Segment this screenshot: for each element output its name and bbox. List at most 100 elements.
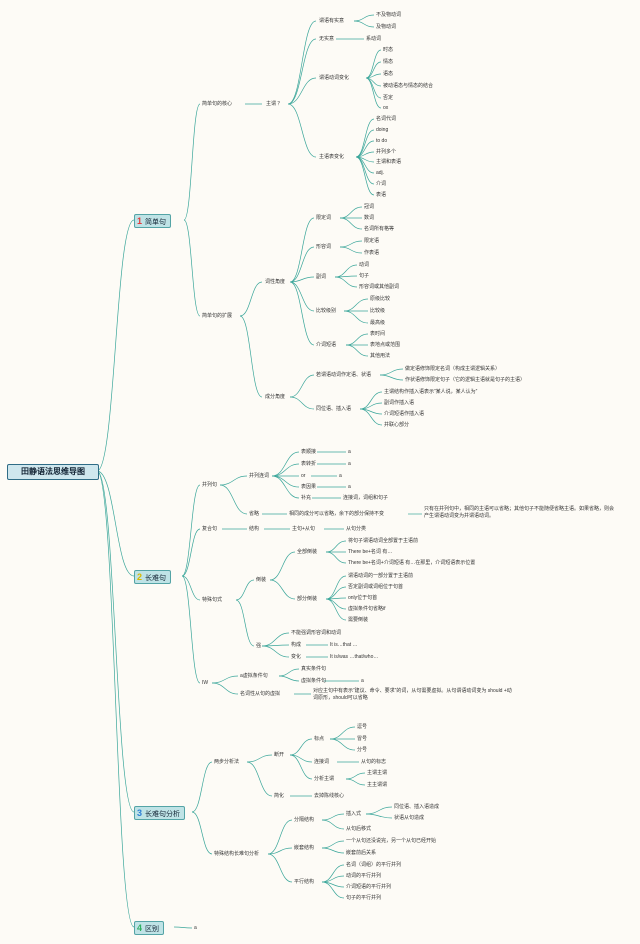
node[interactable]: 主主谓谓 [367, 782, 388, 788]
node[interactable]: 谓语动词的一部分置于主语前 [348, 573, 414, 579]
node[interactable]: 作表语 [364, 250, 380, 256]
node[interactable]: 插入式 [346, 811, 362, 817]
node[interactable]: 需要倒装 [348, 617, 369, 623]
node[interactable]: 真实条件句 [301, 666, 327, 672]
node[interactable]: 主谓结构作插入语表示“某人说，某人认为” [384, 389, 478, 395]
node[interactable]: 并列句 [202, 482, 218, 488]
node[interactable]: 一个从句还没说完，另一个从句已经开始 [346, 838, 437, 844]
node[interactable]: 主句+从句 [292, 526, 315, 532]
node[interactable]: a [339, 473, 342, 479]
node[interactable]: 名词（词组）的平行并列 [346, 862, 402, 868]
node[interactable]: 时态 [383, 47, 394, 53]
node[interactable]: 最高级 [370, 320, 386, 326]
node[interactable]: There be+名词 有… [348, 549, 393, 555]
node[interactable]: 嵌套前后关系 [346, 850, 377, 856]
node[interactable]: 句子的平行并列 [346, 895, 382, 901]
node[interactable]: 情态 [383, 59, 394, 65]
node[interactable]: 去掉陈线核心 [314, 793, 345, 799]
node[interactable]: 并联心部分 [384, 422, 410, 428]
node[interactable]: 简单句的核心 [202, 101, 233, 107]
node[interactable]: 标点 [314, 736, 325, 742]
node[interactable]: 并列多个 [376, 149, 397, 155]
node[interactable]: 动词 [359, 262, 370, 268]
node[interactable]: a [348, 461, 351, 467]
node[interactable]: 比较级别 [316, 308, 337, 314]
node[interactable]: 谓语动词变化 [319, 75, 350, 81]
node[interactable]: 省略 [249, 511, 260, 517]
node[interactable]: 两步分析法 [214, 759, 240, 765]
node[interactable]: 特殊句式 [202, 597, 223, 603]
node[interactable]: 相同的成分可以省略，余下的部分保持不变 [289, 511, 385, 517]
node[interactable]: 表地点或范围 [370, 342, 401, 348]
node[interactable]: 若谓语动词作定语、状语 [316, 372, 372, 378]
node[interactable]: 句子 [359, 273, 370, 279]
node[interactable]: 比较级 [370, 308, 386, 314]
node[interactable]: 无实意 [319, 36, 335, 42]
node[interactable]: 名词代词 [376, 116, 397, 122]
node[interactable]: 否定副词或词组位于句首 [348, 584, 404, 590]
node[interactable]: 名词性从句的虚拟 [240, 691, 281, 697]
node[interactable]: 主谓和表语 [376, 159, 402, 165]
node[interactable]: 介词 [376, 181, 387, 187]
node[interactable]: 限定词 [316, 215, 332, 221]
node[interactable]: 补充 [301, 495, 312, 501]
node[interactable]: 形容词或其他副词 [359, 284, 400, 290]
node[interactable]: 同位语、插入语 [316, 406, 352, 412]
node[interactable]: 部分倒装 [297, 596, 318, 602]
node[interactable]: 分析主谓 [314, 776, 335, 782]
node[interactable]: 分隔结构 [294, 817, 315, 823]
node[interactable]: a [348, 484, 351, 490]
node[interactable]: 不能强调形容词和动词 [291, 630, 342, 636]
node[interactable]: 系动词 [366, 36, 382, 42]
node[interactable]: 主语表变化 [319, 154, 345, 160]
node[interactable]: to do [376, 138, 388, 144]
node[interactable]: doing [376, 127, 389, 133]
node[interactable]: 虚拟条件句 [301, 678, 327, 684]
node[interactable]: 倒装 [256, 577, 267, 583]
node[interactable]: 名词所有格等 [364, 226, 395, 232]
node[interactable]: 全部倒装 [297, 549, 318, 555]
node[interactable]: 动词的平行并列 [346, 873, 382, 879]
node[interactable]: IW [202, 680, 209, 686]
node[interactable]: 结构 [249, 526, 260, 532]
node[interactable]: 表时间 [370, 331, 386, 337]
node[interactable]: 数词 [364, 215, 375, 221]
node[interactable]: 语态 [383, 71, 394, 77]
node[interactable]: 逗号 [357, 724, 368, 730]
node[interactable]: 虚拟条件句省略if [348, 606, 386, 612]
node[interactable]: a虚拟条件句 [240, 673, 268, 679]
node[interactable]: 冒号 [357, 736, 368, 742]
node[interactable]: 并列连词 [249, 473, 270, 479]
node[interactable]: 谓语有实意 [319, 18, 345, 24]
node[interactable]: 强 [256, 643, 262, 649]
node[interactable]: 作状语修饰限定句子（它的逻辑主语就是句子的主语） [405, 377, 526, 383]
node[interactable]: 从句分类 [346, 526, 367, 532]
node[interactable]: 不及物动词 [376, 12, 402, 18]
node[interactable]: adj. [376, 170, 385, 176]
node[interactable]: 其他用法 [370, 353, 391, 359]
node[interactable]: 副词 [316, 274, 327, 280]
node[interactable]: 简单句的扩展 [202, 313, 233, 319]
node[interactable]: There be+名词+介词短语 有…在那里，介词短语表示位置 [348, 560, 476, 566]
node[interactable]: 成分角度 [265, 394, 286, 400]
node[interactable]: 形容词 [316, 244, 332, 250]
node[interactable]: 状语从句造成 [394, 815, 425, 821]
node[interactable]: 连接词 [314, 759, 330, 765]
node[interactable]: 从句后移式 [346, 826, 372, 832]
node[interactable]: 表语 [376, 192, 387, 198]
node[interactable]: a [194, 925, 197, 931]
node[interactable]: 介词短语作插入语 [384, 411, 425, 417]
node[interactable]: 词性角度 [265, 279, 286, 285]
node[interactable]: 被动语态与情态的结合 [383, 83, 434, 89]
node[interactable]: a [361, 678, 364, 684]
node[interactable]: 冠词 [364, 204, 375, 210]
node[interactable]: 将句子谓语动词全部置于主语前 [348, 538, 419, 544]
node[interactable]: 对应主句中有表示“建议、命令、要求”的词，从句需要虚拟。从句谓语动词变为 sho… [313, 688, 512, 701]
node[interactable]: 嵌套结构 [294, 845, 315, 851]
node[interactable]: 做定语修饰限定名词（构成主谓逻辑关系） [405, 366, 501, 372]
node[interactable]: 介词短语的平行并列 [346, 884, 392, 890]
node[interactable]: 主谓 ？ [266, 101, 283, 107]
node[interactable]: 从句的标志 [361, 759, 387, 765]
